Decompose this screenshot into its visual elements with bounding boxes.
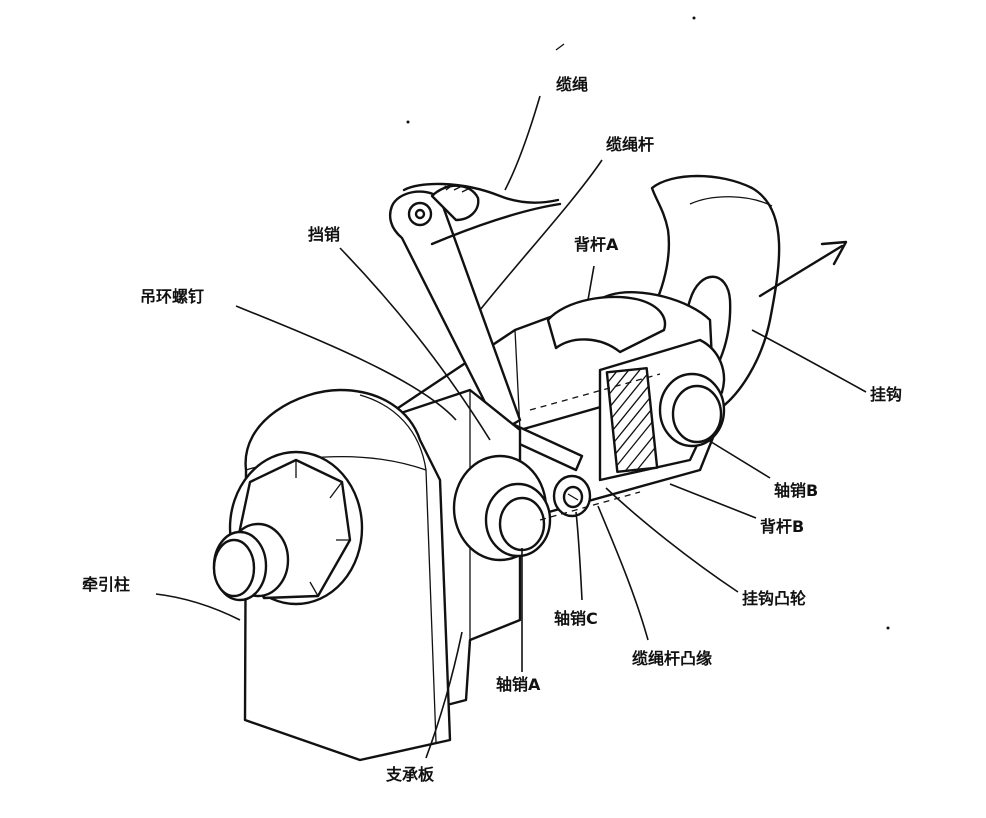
pin-a-shape (452, 454, 552, 562)
label-pin-a: 轴销A (496, 675, 541, 694)
label-lanyard: 缆绳 (556, 75, 588, 94)
hook-shape (638, 174, 781, 412)
label-lanyard-lever: 缆绳杆 (606, 135, 654, 154)
tow-post-stud (212, 522, 290, 602)
label-back-lever-b: 背杆B (760, 517, 804, 536)
label-back-lever-a: 背杆A (574, 235, 619, 254)
label-hook: 挂钩 (870, 385, 902, 404)
lanyard-lever-shape (388, 182, 562, 434)
label-lever-cam-lobe: 缆绳杆凸缘 (632, 649, 712, 668)
leader-lines (155, 95, 867, 759)
pin-c-shape (552, 474, 592, 518)
pin-b-shape (658, 372, 726, 448)
label-pin-c: 轴销C (554, 609, 598, 628)
label-support-plate: 支承板 (385, 765, 435, 784)
label-hook-cam: 挂钩凸轮 (742, 589, 806, 608)
label-eyebolt: 吊环螺钉 (140, 287, 204, 306)
label-pin-b: 轴销B (774, 481, 818, 500)
label-tow-post: 牵引柱 (82, 575, 130, 594)
label-stop-pin: 挡销 (308, 225, 340, 244)
pull-direction-arrow (758, 240, 848, 298)
